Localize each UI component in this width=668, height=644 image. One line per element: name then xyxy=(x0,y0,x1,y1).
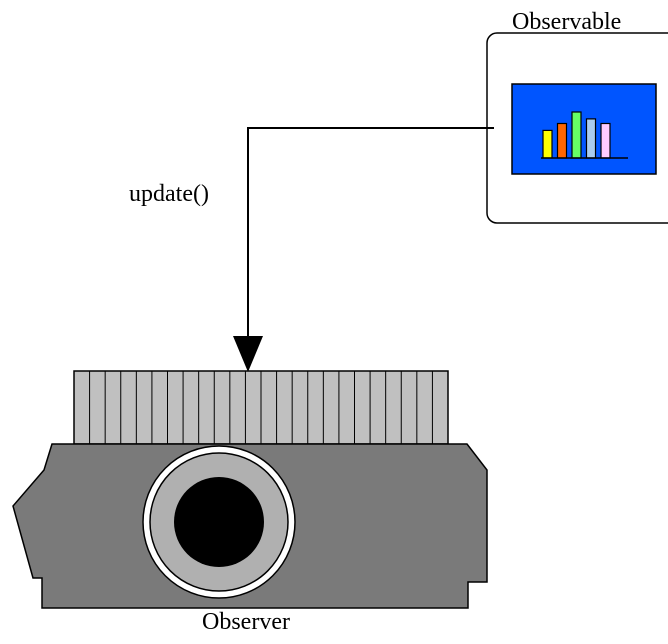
observable-label: Observable xyxy=(512,9,622,35)
chart-bar xyxy=(556,122,568,159)
arrow-down-icon xyxy=(233,336,263,372)
chart-bars xyxy=(542,111,611,159)
chart-bar xyxy=(571,111,582,159)
lens xyxy=(174,477,264,567)
chart-bar xyxy=(600,122,611,159)
projector-icon xyxy=(12,370,488,609)
observer-label: Observer xyxy=(202,609,290,635)
projector-fin-lines xyxy=(89,371,433,444)
update-label: update() xyxy=(129,181,209,207)
chart-bar xyxy=(542,129,553,159)
chart-background xyxy=(511,83,657,175)
chart-bar xyxy=(585,118,597,159)
update-connector-line xyxy=(247,127,494,340)
bar-chart-icon xyxy=(511,83,657,175)
